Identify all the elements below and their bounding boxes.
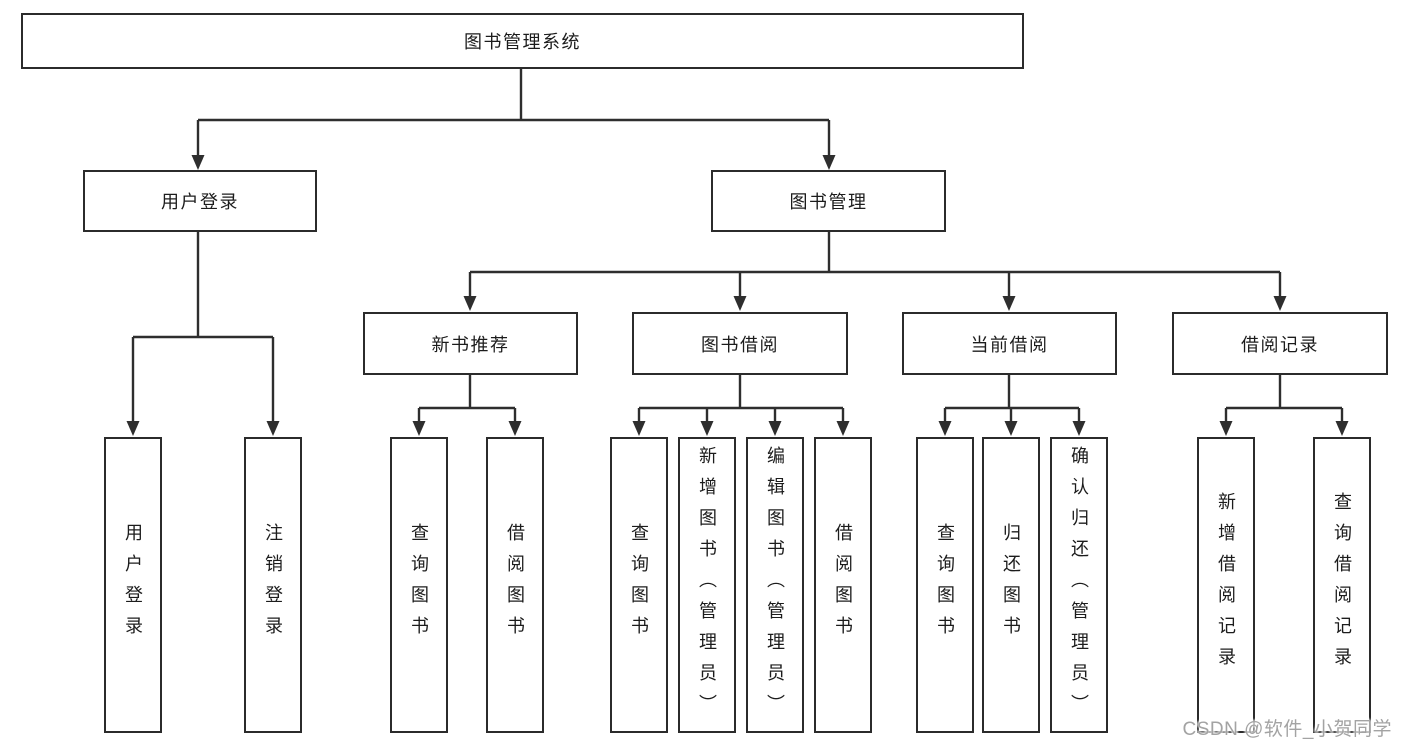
leaf-label: 归还图书	[1001, 523, 1021, 647]
leaf-borrow-books-recommend: 借阅图书	[486, 437, 544, 733]
node-label: 当前借阅	[970, 334, 1049, 355]
leaf-query-borrow-record: 查询借阅记录	[1313, 437, 1371, 733]
node-user-login: 用户登录	[83, 170, 317, 232]
node-label: 新书推荐	[431, 334, 510, 355]
leaf-label: 借阅图书	[833, 523, 853, 647]
leaf-label: 新增借阅记录	[1216, 492, 1236, 678]
leaf-label: 确认归还（管理员）	[1069, 445, 1089, 725]
leaf-label: 编辑图书（管理员）	[765, 445, 785, 725]
leaf-label: 用户登录	[123, 523, 143, 647]
leaf-label: 注销登录	[263, 523, 283, 647]
leaf-borrow-books: 借阅图书	[814, 437, 872, 733]
leaf-label: 查询图书	[629, 523, 649, 647]
leaf-query-books-current: 查询图书	[916, 437, 974, 733]
node-new-book-recommendation: 新书推荐	[363, 312, 578, 375]
leaf-logout: 注销登录	[244, 437, 302, 733]
leaf-return-books: 归还图书	[982, 437, 1040, 733]
leaf-confirm-return-admin: 确认归还（管理员）	[1050, 437, 1108, 733]
node-library-management-system: 图书管理系统	[21, 13, 1024, 69]
node-current-borrowing: 当前借阅	[902, 312, 1117, 375]
node-label: 图书借阅	[701, 334, 779, 355]
leaf-query-books-borrow: 查询图书	[610, 437, 668, 733]
leaf-add-borrow-record: 新增借阅记录	[1197, 437, 1255, 733]
leaf-label: 查询图书	[935, 523, 955, 647]
node-book-borrowing: 图书借阅	[632, 312, 848, 375]
leaf-edit-books-admin: 编辑图书（管理员）	[746, 437, 804, 733]
node-book-management: 图书管理	[711, 170, 946, 232]
node-borrowing-records: 借阅记录	[1172, 312, 1388, 375]
node-label: 用户登录	[161, 192, 239, 212]
node-label: 图书管理系统	[464, 32, 581, 52]
leaf-label: 新增图书（管理员）	[697, 445, 717, 725]
node-label: 借阅记录	[1241, 334, 1319, 355]
leaf-add-books-admin: 新增图书（管理员）	[678, 437, 736, 733]
leaf-label: 查询图书	[409, 523, 429, 647]
csdn-watermark: CSDN @软件_小贺同学	[1182, 719, 1392, 740]
leaf-query-books-recommend: 查询图书	[390, 437, 448, 733]
leaf-label: 借阅图书	[505, 523, 525, 647]
leaf-user-login: 用户登录	[104, 437, 162, 733]
node-label: 图书管理	[789, 192, 868, 212]
leaf-label: 查询借阅记录	[1332, 492, 1352, 678]
